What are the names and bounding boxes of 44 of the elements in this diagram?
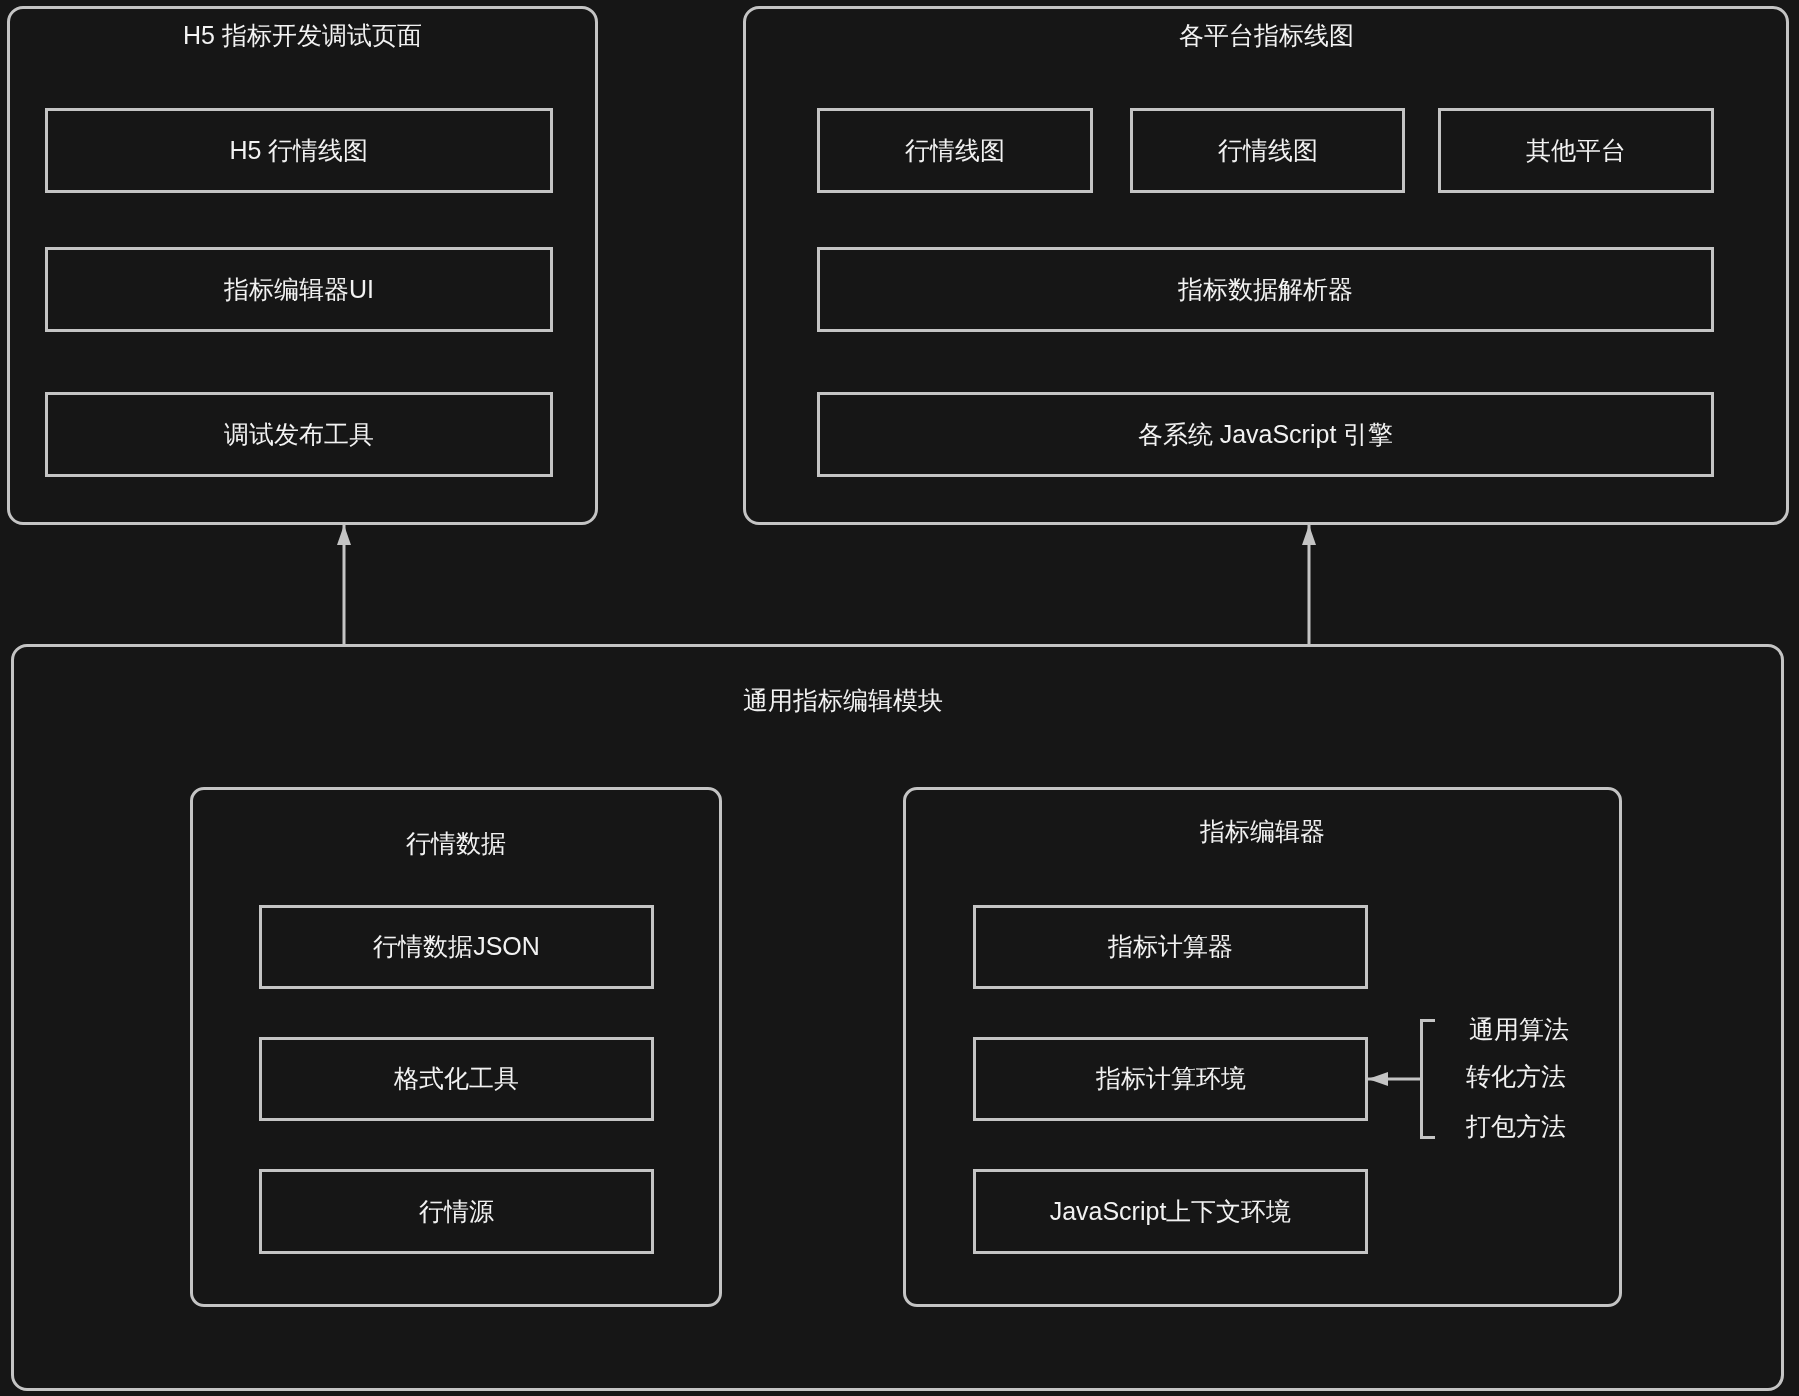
list-item: 通用算法 bbox=[1469, 1014, 1569, 1046]
component-label: 行情数据JSON bbox=[373, 931, 540, 963]
component-label: JavaScript上下文环境 bbox=[1049, 1195, 1292, 1227]
arrow bbox=[1368, 1072, 1420, 1086]
arrow bbox=[1302, 525, 1316, 644]
component-label: H5 行情线图 bbox=[229, 134, 369, 166]
list-item: 打包方法 bbox=[1466, 1111, 1566, 1143]
component-box bbox=[817, 392, 1714, 477]
group-title: 通用指标编辑模块 bbox=[743, 685, 943, 717]
component-box bbox=[973, 905, 1368, 989]
list-item: 转化方法 bbox=[1466, 1061, 1566, 1093]
group-title: 指标编辑器 bbox=[1200, 816, 1325, 848]
group-title: H5 指标开发调试页面 bbox=[183, 20, 422, 52]
component-box bbox=[973, 1037, 1368, 1121]
component-label: 指标计算环境 bbox=[1095, 1063, 1246, 1095]
component-label: 指标编辑器UI bbox=[224, 273, 374, 305]
component-box bbox=[817, 247, 1714, 332]
component-label: 指标数据解析器 bbox=[1178, 273, 1353, 305]
component-box bbox=[1438, 108, 1714, 193]
component-label: 格式化工具 bbox=[394, 1063, 519, 1095]
component-box bbox=[817, 108, 1093, 193]
group-title: 行情数据 bbox=[406, 828, 506, 860]
component-label: 各系统 JavaScript 引擎 bbox=[1137, 418, 1394, 450]
group-panel bbox=[743, 6, 1789, 525]
subgroup-panel bbox=[903, 787, 1622, 1307]
component-label: 行情源 bbox=[419, 1195, 494, 1227]
component-box bbox=[45, 392, 553, 477]
component-label: 其他平台 bbox=[1526, 134, 1626, 166]
group-panel bbox=[7, 6, 598, 525]
subgroup-panel bbox=[190, 787, 722, 1307]
component-label: 指标计算器 bbox=[1108, 931, 1233, 963]
component-box bbox=[259, 905, 654, 989]
component-label: 调试发布工具 bbox=[224, 418, 374, 450]
component-box bbox=[259, 1037, 654, 1121]
component-label: 行情线图 bbox=[1217, 134, 1318, 166]
component-box bbox=[1130, 108, 1405, 193]
group-title: 各平台指标线图 bbox=[1178, 20, 1354, 52]
component-box bbox=[259, 1169, 654, 1254]
component-box bbox=[45, 247, 553, 332]
group-panel bbox=[11, 644, 1784, 1391]
arrow bbox=[337, 525, 351, 644]
component-label: 行情线图 bbox=[905, 134, 1005, 166]
component-box bbox=[45, 108, 553, 193]
component-box bbox=[973, 1169, 1368, 1254]
